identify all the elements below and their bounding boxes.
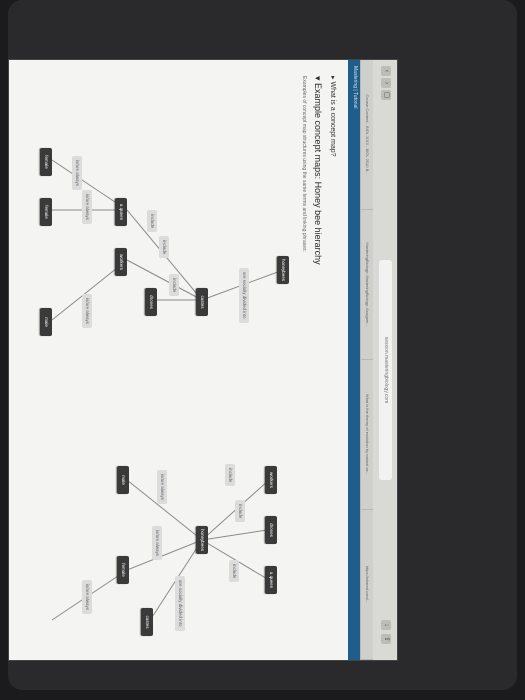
node-castes: castes (196, 288, 208, 316)
example-subtitle: Examples of concept map structures using… (301, 76, 307, 252)
link-label: is/are always (82, 580, 92, 615)
tab-masteringbiology[interactable]: MasteringBiology: MasteringBiology: Assi… (361, 210, 373, 360)
example-heading: Example concept maps: Honey bee hierarch… (313, 83, 323, 265)
sidebar-icon[interactable]: ▢ (381, 90, 391, 100)
browser-toolbar: ‹ › ▢ session.masteringbiology.com ↓ ⇪ (372, 60, 397, 660)
node-queen: a queen (265, 566, 277, 594)
link-label: include (235, 500, 245, 523)
node-female: female (117, 556, 129, 584)
link-label: is/are always (82, 190, 92, 225)
section-title: What is a concept map? (329, 81, 336, 157)
node-male: male (117, 466, 129, 494)
address-bar[interactable]: session.masteringbiology.com (379, 260, 392, 480)
node-male: male (40, 308, 52, 336)
link-label: are socially divided into (175, 576, 185, 631)
link-label: include (159, 236, 169, 259)
forward-icon[interactable]: › (381, 78, 391, 88)
node-female: female (40, 148, 52, 176)
node-workers: workers (265, 466, 277, 494)
node-workers: workers (115, 248, 127, 276)
link-label: include (169, 274, 179, 297)
example-toggle[interactable]: ▾ Example concept maps: Honey bee hierar… (313, 76, 323, 265)
link-label: include (147, 210, 157, 233)
tab-shared[interactable]: https://shared.com/... (361, 510, 373, 660)
link-label: are socially divided into (239, 268, 249, 323)
back-icon[interactable]: ‹ (381, 66, 391, 76)
link-label: is/are always (82, 294, 92, 329)
node-honeybees: honeybees (277, 256, 289, 285)
app-brand: Mastering | Tutorial (352, 66, 358, 109)
node-queen: a queen (115, 198, 127, 226)
link-label: is/are always (152, 526, 162, 561)
node-drones: drones (145, 288, 157, 316)
concept-maps: honeybees are socially divided into cast… (9, 60, 297, 660)
link-label: include (229, 560, 239, 583)
tab-theory-evolution[interactable]: What is the theory of evolution by natur… (361, 360, 373, 510)
node-drones: drones (265, 516, 277, 544)
link-label: is/are always (157, 470, 167, 505)
node-castes: castes (141, 608, 153, 636)
download-icon[interactable]: ↓ (381, 620, 391, 630)
node-honeybees: honeybees (196, 526, 208, 555)
link-label: is/are always (72, 156, 82, 191)
tab-course-content[interactable]: Course Content - BIOL 1010 - BIOL 2010 B… (361, 60, 373, 210)
tab-bar: Course Content - BIOL 1010 - BIOL 2010 B… (360, 60, 373, 660)
link-label: include (225, 464, 235, 487)
connector-lines (51, 159, 284, 626)
section-toggle[interactable]: ▸ What is a concept map? (329, 76, 336, 157)
share-icon[interactable]: ⇪ (381, 634, 391, 644)
node-female: female (40, 198, 52, 226)
browser-screen: ‹ › ▢ session.masteringbiology.com ↓ ⇪ C… (9, 60, 397, 660)
app-header: Mastering | Tutorial (348, 60, 360, 660)
